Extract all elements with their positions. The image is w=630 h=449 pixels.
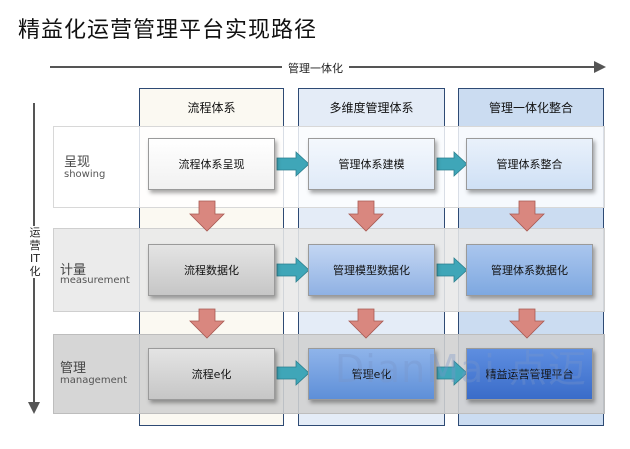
box-management-system-digitization: 管理体系数据化 [466, 244, 593, 296]
horizontal-axis-label: 管理一体化 [282, 60, 349, 76]
down-arrow [509, 200, 545, 232]
box-lean-operations-platform: 精益运营管理平台 [466, 348, 593, 400]
down-arrow [348, 308, 384, 339]
column-header: 管理一体化整合 [488, 101, 573, 115]
box-management-system-modeling: 管理体系建模 [308, 138, 435, 190]
right-arrow [436, 257, 468, 283]
box-process-e: 流程e化 [148, 348, 275, 400]
right-arrow [276, 257, 310, 283]
right-arrow [436, 151, 468, 177]
box-management-system-integration: 管理体系整合 [466, 138, 593, 190]
row-label-en: measurement [60, 275, 130, 286]
vertical-axis-arrowhead [28, 402, 40, 414]
row-label-en: showing [64, 169, 106, 180]
box-process-digitization: 流程数据化 [148, 244, 275, 296]
row-label-zh: 管理 [60, 361, 87, 376]
column-header: 多维度管理体系 [329, 101, 414, 115]
row-label-zh: 呈现 [64, 155, 91, 170]
page-title: 精益化运营管理平台实现路径 [18, 18, 318, 43]
down-arrow [348, 200, 384, 232]
box-management-e: 管理e化 [308, 348, 435, 400]
column-header: 流程体系 [187, 101, 236, 115]
row-label-en: management [60, 375, 127, 386]
watermark: DianMai 点迈 [335, 347, 587, 391]
box-process-system-presentation: 流程体系呈现 [148, 138, 275, 190]
right-arrow [436, 360, 468, 386]
right-arrow [276, 360, 310, 386]
down-arrow [189, 308, 225, 339]
box-management-model-digitization: 管理模型数据化 [308, 244, 435, 296]
right-arrow [276, 151, 310, 177]
vertical-axis-label: 运营IT化 [28, 226, 42, 278]
row-label-zh: 计量 [60, 263, 87, 278]
horizontal-axis-arrowhead [594, 61, 606, 73]
down-arrow [509, 308, 545, 339]
down-arrow [189, 200, 225, 232]
